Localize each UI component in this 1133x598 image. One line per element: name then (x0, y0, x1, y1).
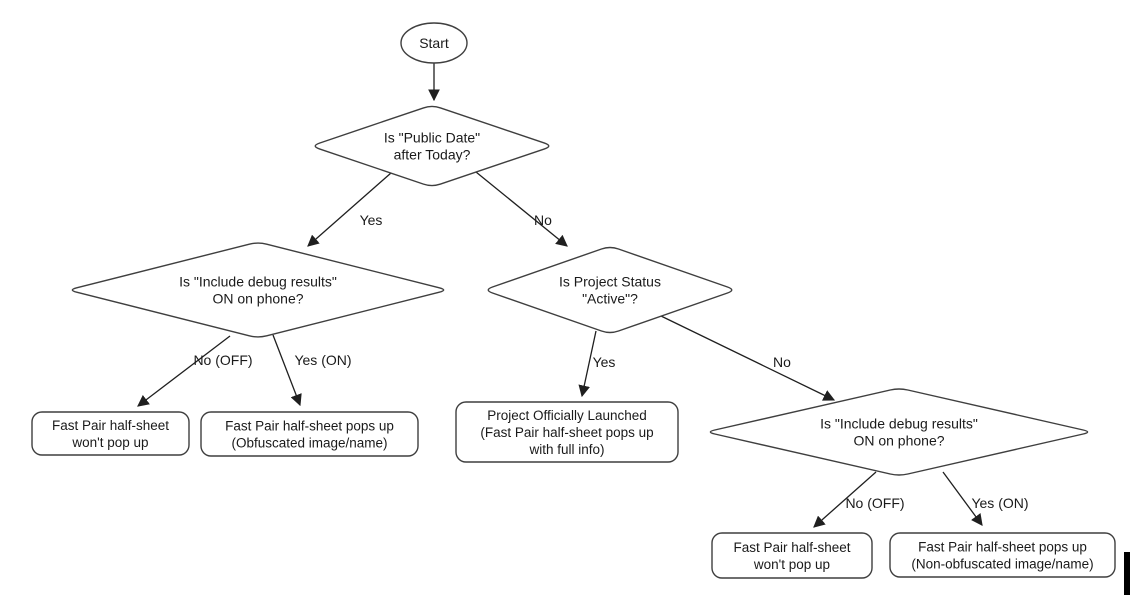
start-label: Start (419, 35, 449, 51)
edge-project-status-yes-connector (578, 330, 597, 398)
edge-debug-left-yes-on-connector (272, 334, 302, 407)
project-status-decision-label: Is Project Status"Active"? (559, 274, 661, 307)
debug-results-right-decision-label: Is "Include debug results"ON on phone? (820, 416, 978, 449)
edge-debug-right-no-off-label: No (OFF) (845, 495, 904, 511)
edge-public-date-yes: Yes (307, 172, 392, 247)
edge-project-status-yes: Yes (578, 330, 616, 398)
edge-public-date-no: No (475, 171, 568, 247)
edge-project-status-no-connector (660, 315, 836, 401)
project-status-decision-shape (487, 246, 733, 334)
edge-debug-right-yes-on-label: Yes (ON) (971, 495, 1028, 511)
popup-obfuscated-result-label: Fast Pair half-sheet pops up(Obfuscated … (225, 419, 394, 451)
node-public-date-decision: Is "Public Date"after Today? (314, 105, 550, 187)
edge-debug-left-no-off: No (OFF) (137, 335, 253, 407)
edge-debug-right-no-off: No (OFF) (813, 471, 905, 528)
edge-project-status-no: No (660, 315, 836, 401)
node-debug-results-left-decision: Is "Include debug results"ON on phone? (71, 242, 445, 338)
edge-project-status-yes-label: Yes (593, 354, 616, 370)
edge-project-status-no-label: No (773, 354, 791, 370)
debug-results-left-decision-label: Is "Include debug results"ON on phone? (179, 274, 337, 307)
officially-launched-result-shape (455, 401, 679, 463)
edge-public-date-no-label: No (534, 212, 552, 228)
popup-non-obfuscated-result-shape (889, 532, 1116, 578)
edge-debug-right-yes-on: Yes (ON) (942, 471, 1029, 526)
public-date-decision-label: Is "Public Date"after Today? (384, 130, 480, 163)
edge-public-date-no-connector (475, 171, 568, 247)
start-shape (400, 22, 468, 64)
node-popup-non-obfuscated-result: Fast Pair half-sheet pops up(Non-obfusca… (889, 532, 1116, 578)
node-start: Start (400, 22, 468, 64)
edge-debug-left-no-off-label: No (OFF) (193, 352, 252, 368)
node-project-status-decision: Is Project Status"Active"? (487, 246, 733, 334)
officially-launched-result-label: Project Officially Launched(Fast Pair ha… (480, 408, 653, 457)
text-cursor (1124, 552, 1130, 595)
edge-public-date-yes-connector (307, 172, 392, 247)
edge-debug-left-yes-on: Yes (ON) (272, 334, 352, 407)
popup-obfuscated-result-shape (200, 411, 419, 457)
debug-results-left-decision-shape (71, 242, 445, 338)
node-popup-obfuscated-result: Fast Pair half-sheet pops up(Obfuscated … (200, 411, 419, 457)
edge-debug-left-no-off-connector (137, 335, 231, 407)
node-officially-launched-result: Project Officially Launched(Fast Pair ha… (455, 401, 679, 463)
edge-debug-left-yes-on-label: Yes (ON) (294, 352, 351, 368)
popup-non-obfuscated-result-label: Fast Pair half-sheet pops up(Non-obfusca… (911, 540, 1093, 572)
no-popup-left-result-shape (31, 411, 190, 456)
node-debug-results-right-decision: Is "Include debug results"ON on phone? (709, 388, 1089, 476)
edge-debug-right-yes-on-connector (942, 471, 983, 526)
no-popup-right-result-shape (711, 532, 873, 579)
public-date-decision-shape (314, 105, 550, 187)
edge-debug-right-no-off-connector (813, 471, 877, 528)
edge-public-date-yes-label: Yes (360, 212, 383, 228)
debug-results-right-decision-shape (709, 388, 1089, 476)
